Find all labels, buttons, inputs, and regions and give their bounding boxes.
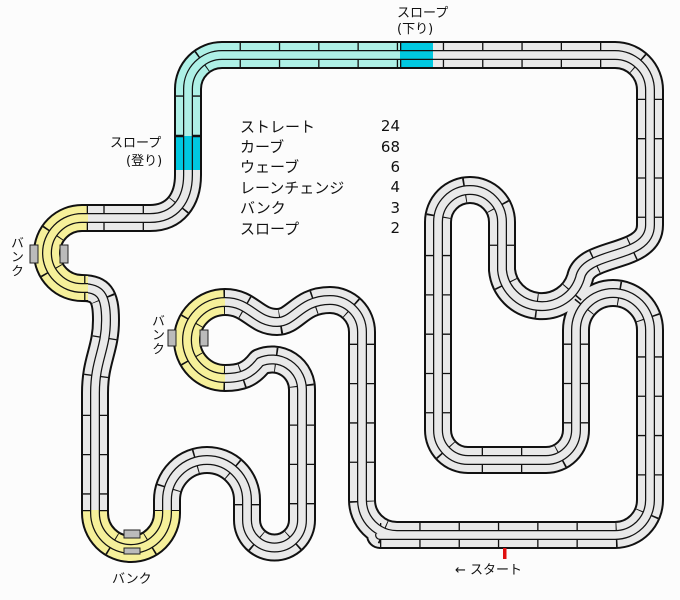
legend-name: カーブ xyxy=(240,138,285,157)
bank-middle-center-lane xyxy=(183,298,226,382)
bank-middle-label: バンク xyxy=(149,314,164,356)
bank-support-block xyxy=(123,547,141,555)
legend-count: 6 xyxy=(390,157,400,176)
legend-row-bank: バンク 3 xyxy=(240,198,400,218)
slope-up-label: スロープ xyxy=(110,136,162,151)
legend-row-lane-change: レーンチェンジ 4 xyxy=(240,177,400,197)
legend-count: 4 xyxy=(390,178,400,197)
bank-support-block xyxy=(167,329,177,347)
legend-count: 3 xyxy=(390,198,400,217)
legend-count: 2 xyxy=(390,219,400,238)
legend-count: 68 xyxy=(380,137,400,156)
bank-support-block xyxy=(199,329,209,347)
slope-down-sublabel: (下り) xyxy=(397,22,434,37)
slope-section-center-lane xyxy=(184,51,400,136)
slope-down-label: スロープ xyxy=(397,6,449,21)
bank-left-center-lane xyxy=(43,214,88,292)
legend-name: スロープ xyxy=(240,219,300,238)
slope-up-sublabel: (登り) xyxy=(126,154,163,169)
bank-support-block xyxy=(59,244,69,264)
legend-count: 24 xyxy=(380,117,400,136)
legend-row-straight: ストレート 24 xyxy=(240,116,400,136)
bank-support-block xyxy=(123,529,141,539)
start-marker xyxy=(503,548,507,559)
parts-legend: ストレート 24 カーブ 68 ウェーブ 6 レーンチェンジ 4 バンク 3 スロープ 2 xyxy=(240,116,400,238)
legend-row-wave: ウェーブ 6 xyxy=(240,157,400,177)
legend-name: レーンチェンジ xyxy=(240,178,345,197)
legend-name: バンク xyxy=(240,199,286,218)
legend-row-curve: カーブ 68 xyxy=(240,136,400,157)
legend-name: ウェーブ xyxy=(240,158,300,177)
start-label: ← スタート xyxy=(455,563,523,578)
bank-bottom-label: バンク xyxy=(112,572,152,587)
bank-support-block xyxy=(29,244,39,264)
legend-name: ストレート xyxy=(240,117,316,136)
bank-left-label: バンク xyxy=(8,236,23,278)
legend-row-slope: スロープ 2 xyxy=(240,218,400,238)
